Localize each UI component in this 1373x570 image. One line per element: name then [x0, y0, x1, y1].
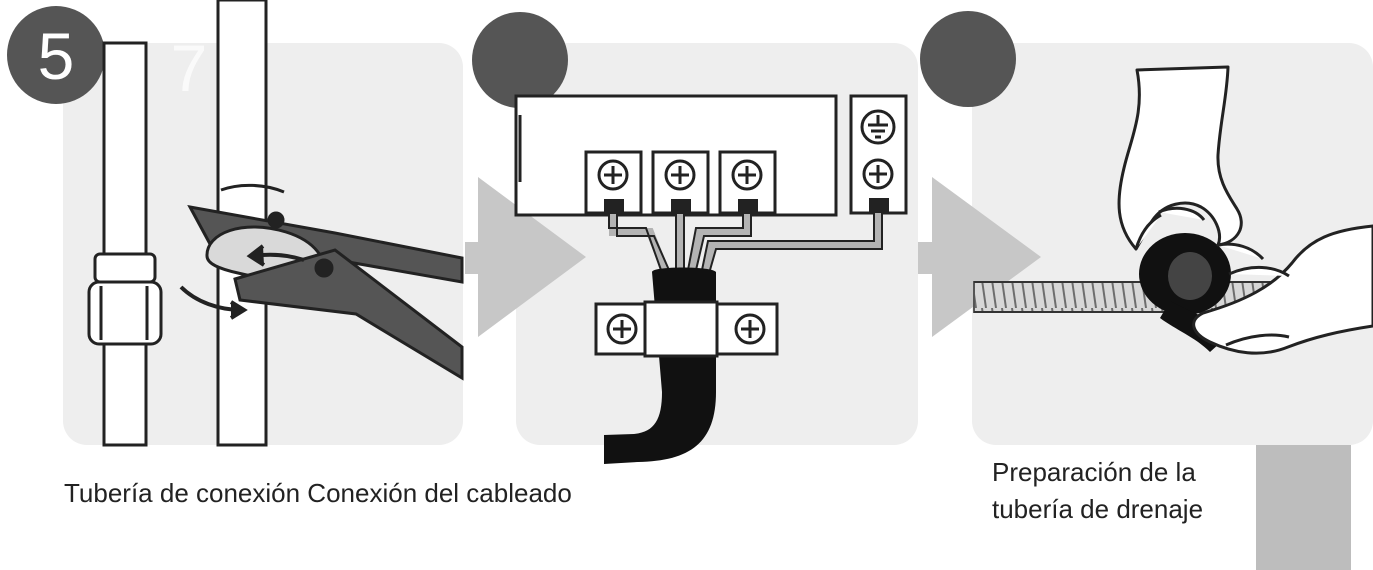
pipe-connection-drawing — [87, 0, 464, 447]
ground-icon — [860, 109, 896, 145]
caption-drain-pipe: Preparación de la tubería de drenaje — [992, 454, 1203, 528]
left-pipe — [87, 41, 163, 447]
gray-side-bar — [1256, 445, 1351, 570]
caption-pipe-and-wiring: Tubería de conexión Conexión del cablead… — [64, 478, 572, 508]
wrench-icon — [187, 183, 464, 381]
caption-line: Preparación de la — [992, 457, 1196, 487]
cable-icon — [594, 267, 779, 464]
caption-line: tubería de drenaje — [992, 494, 1204, 524]
wire-outline — [608, 213, 883, 271]
wire-group — [609, 213, 882, 272]
terminal-screw-icon — [597, 158, 894, 191]
hand-icon — [1117, 65, 1243, 251]
step-badge: 5 — [7, 6, 105, 104]
terminal-strip — [604, 198, 889, 215]
rotation-arrow-icon — [179, 244, 305, 320]
step-badge — [920, 11, 1016, 107]
step-badge — [472, 12, 568, 108]
step-number: 5 — [38, 19, 75, 93]
hand-icon — [1192, 224, 1373, 355]
arrow-icon — [465, 177, 586, 337]
wiring-drawing — [514, 94, 908, 464]
faint-step-number: 7 — [171, 31, 208, 105]
drain-preparation-drawing — [973, 65, 1373, 355]
arrow-icon — [918, 177, 1041, 337]
